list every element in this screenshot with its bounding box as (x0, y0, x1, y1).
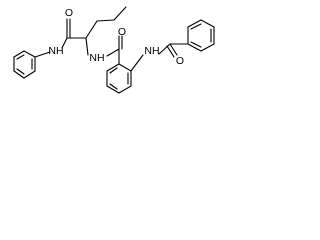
phenyl-ring-left (13, 50, 36, 79)
chemical-structure-diagram: O NH NH O NH O (13, 6, 215, 94)
amide-nh-center-label: NH (89, 52, 104, 64)
benzamide-carbonyl (106, 35, 123, 65)
phenyl-ring-right (187, 19, 215, 52)
amide-nh-right-label: NH (144, 45, 159, 57)
amide-nh-left-label: NH (48, 45, 63, 57)
benzene-ring-center (106, 63, 132, 94)
benzoyl-amide-bonds (130, 43, 189, 72)
anilide-bonds (34, 18, 87, 58)
butanoyl-backbone (85, 6, 127, 56)
carbonyl-oxygen-center-label: O (118, 26, 126, 38)
carbonyl-oxygen-right-label: O (176, 55, 184, 67)
carbonyl-oxygen-left-label: O (65, 7, 73, 19)
